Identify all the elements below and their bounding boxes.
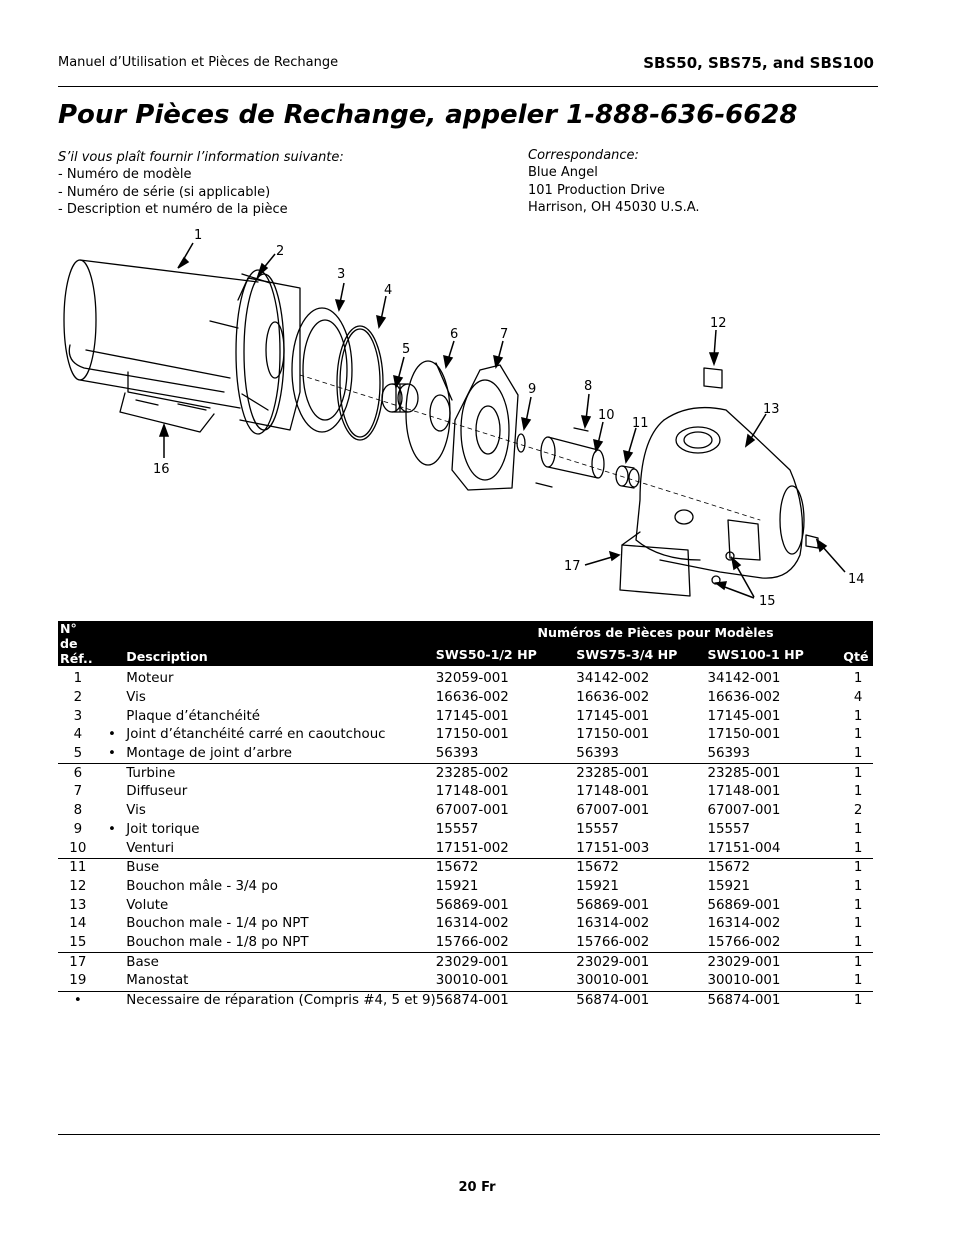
shaft-seal-drawing (381, 383, 419, 413)
manual-title: Manuel d’Utilisation et Pièces de Rechan… (58, 55, 339, 70)
callout-label: 7 (500, 327, 508, 342)
ref-header-line2: Réf.. (60, 651, 93, 666)
callout-label: 12 (710, 316, 727, 331)
plate-ring-drawing (291, 307, 353, 433)
correspondence-line: Harrison, OH 45030 U.S.A. (528, 200, 700, 216)
volute-drawing (635, 406, 805, 579)
callout-label: 13 (763, 402, 780, 417)
models-group-header: Numéros de Pièces pour Modèles (537, 624, 774, 640)
correspondence-block: Correspondance: Blue Angel 101 Productio… (528, 147, 700, 217)
callout-label: 5 (402, 342, 410, 357)
oring-drawing (336, 325, 384, 441)
page-number: 20 Fr (458, 1180, 496, 1195)
callout-label: 10 (598, 408, 615, 423)
info-request-line: - Numéro de modèle (58, 167, 192, 183)
parts-table: N° de Réf.. Description Numéros de Pièce… (58, 621, 873, 1010)
callout-label: 1 (194, 228, 202, 243)
table-row: 4•Joint d’étanchéité carré en caoutchouc… (73, 727, 863, 743)
parts-table-header: N° de Réf.. Description Numéros de Pièce… (58, 621, 873, 666)
model-names: SBS50, SBS75, and SBS100 (643, 54, 874, 72)
impeller-drawing (405, 360, 453, 466)
correspondence-line: 101 Production Drive (528, 182, 665, 198)
motor-drawing (63, 259, 259, 433)
venturi-drawing (540, 436, 605, 479)
callout-label: 6 (450, 327, 458, 342)
info-request-line: - Numéro de série (si applicable) (58, 184, 271, 200)
callout-label: 3 (337, 267, 345, 282)
description-column-header: Description (126, 649, 208, 664)
callout-label: 2 (276, 244, 284, 259)
nozzle-drawing (615, 465, 640, 489)
footer-rule (58, 1134, 880, 1135)
callout-label: 15 (759, 594, 776, 609)
callout-label: 17 (564, 559, 581, 574)
header-rule (58, 86, 878, 87)
callout-label: 9 (528, 382, 536, 397)
ref-header-line1: N° de (60, 621, 78, 651)
callout-label: 16 (153, 462, 170, 477)
info-request-block: S’il vous plaît fournir l’information su… (58, 149, 344, 219)
qty-column-header: Qté (843, 649, 869, 664)
callout-label: 8 (584, 379, 592, 394)
callout-label: 4 (384, 283, 392, 298)
info-request-intro: S’il vous plaît fournir l’information su… (58, 150, 344, 165)
correspondence-line: Blue Angel (528, 165, 598, 181)
callout-label: 11 (632, 416, 649, 431)
info-request-line: - Description et numéro de la pièce (58, 202, 288, 218)
callout-label: 14 (848, 572, 865, 587)
seal-plate-drawing (235, 269, 301, 435)
diffuser-drawing (451, 364, 519, 491)
page-title: Pour Pièces de Rechange, appeler 1-888-6… (58, 100, 798, 130)
model1-column-header: SWS50-1/2 HP (435, 647, 537, 663)
model3-column-header: SWS100-1 HP (707, 647, 804, 663)
model2-column-header: SWS75-3/4 HP (576, 647, 678, 663)
correspondence-intro: Correspondance: (528, 148, 639, 163)
exploded-parts-diagram: 1 2 3 4 5 6 7 8 9 10 11 12 13 14 15 16 1… (58, 222, 878, 617)
ref-column-header: N° de Réf.. (58, 621, 98, 666)
table-row: •Necessaire de réparation (Compris #4, 5… (73, 993, 863, 1009)
